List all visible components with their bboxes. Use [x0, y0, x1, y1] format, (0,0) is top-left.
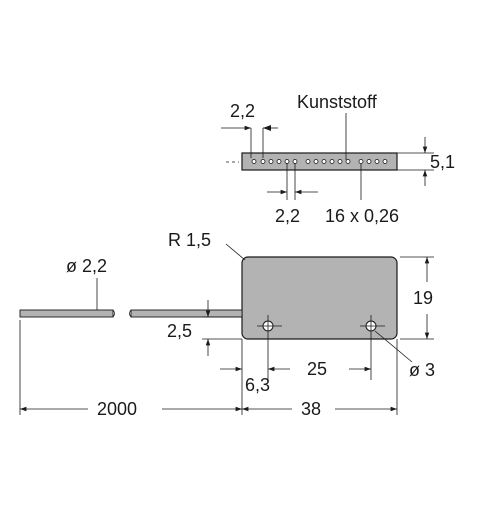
cable-segment-right: [130, 309, 243, 318]
contact-strip-view: 2,2 Kunststoff 5,1 2,2 16 x 0,26: [221, 92, 455, 226]
dimension-thickness: 5,1: [397, 137, 455, 186]
dimension-cable-offset: 2,5: [167, 300, 242, 356]
cable-diameter-label: ø 2,2: [66, 256, 107, 276]
radius-label: R 1,5: [168, 230, 211, 250]
contact-strip-body: [241, 152, 398, 171]
dimension-hole-offset: 6,3: [220, 339, 270, 415]
hole-offset-label: 6,3: [245, 375, 270, 395]
dimension-height: 19: [400, 256, 434, 340]
cable-break-left: [112, 309, 115, 318]
hole-diameter-callout: ø 3: [374, 330, 435, 380]
dimension-hole-spacing: 25: [268, 359, 371, 379]
cable-segment-left: [19, 309, 114, 318]
sensor-body: [241, 256, 398, 340]
dimension-pitch-bottom: 2,2: [267, 163, 318, 226]
pitch-bottom-label: 2,2: [275, 206, 300, 226]
mounting-hole-left: [257, 315, 282, 380]
pitch-top-label: 2,2: [230, 101, 255, 121]
material-label: Kunststoff: [297, 92, 378, 112]
material-callout: Kunststoff: [297, 92, 378, 160]
hole-spacing-label: 25: [307, 359, 327, 379]
dimension-cable-length: 2000: [19, 320, 242, 419]
cable-diameter-callout: ø 2,2: [66, 256, 107, 310]
cable-offset-label: 2,5: [167, 321, 192, 341]
dimension-pitch-top: 2,2: [221, 101, 278, 158]
cable-break-right: [129, 309, 132, 318]
contacts-callout: 16 x 0,26: [325, 164, 399, 226]
contacts-label: 16 x 0,26: [325, 206, 399, 226]
body-length-label: 38: [301, 399, 321, 419]
sensor-side-view: R 1,5 ø 2,2 19 2,5 25: [19, 230, 435, 419]
contact-dots: [251, 159, 388, 164]
thickness-label: 5,1: [430, 152, 455, 172]
cable-length-label: 2000: [97, 399, 137, 419]
height-label: 19: [413, 288, 433, 308]
hole-diameter-label: ø 3: [409, 360, 435, 380]
dimension-body-length: 38: [242, 339, 398, 419]
radius-callout: R 1,5: [168, 230, 246, 261]
